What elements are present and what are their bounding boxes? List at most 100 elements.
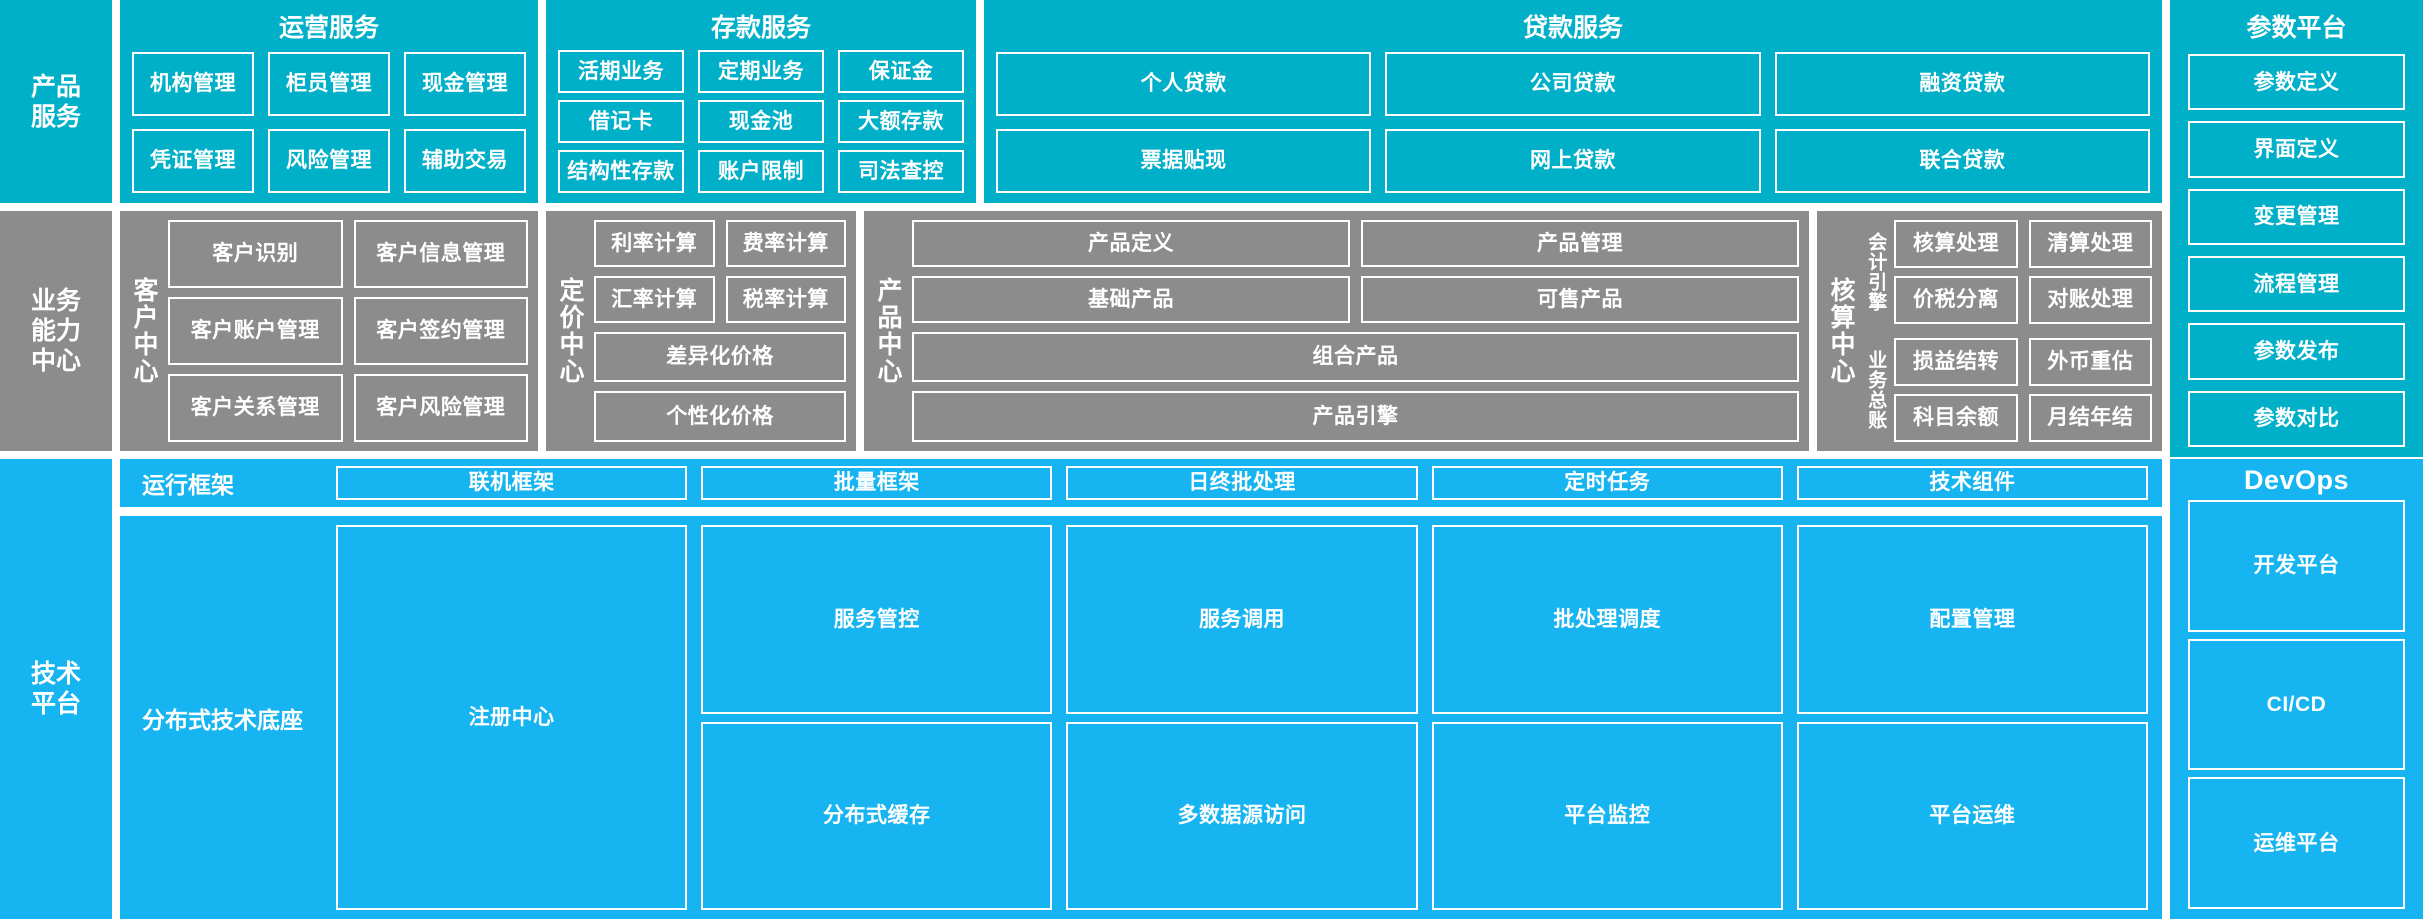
devops-list: 开发平台 CI/CD 运维平台 <box>2188 500 2405 910</box>
tech-chip[interactable]: 联机框架 <box>336 466 688 500</box>
tech-chip-registry[interactable]: 注册中心 <box>336 525 688 910</box>
capability-chip-wide[interactable]: 组合产品 <box>912 331 1799 383</box>
base-column: 配置管理 平台运维 <box>1796 525 2149 910</box>
tech-chip[interactable]: 平台监控 <box>1431 721 1783 910</box>
capability-chip[interactable]: 月结年结 <box>2028 394 2153 442</box>
parameter-platform-list: 参数定义 界面定义 变更管理 流程管理 参数发布 参数对比 <box>2188 54 2405 447</box>
tech-chip[interactable]: 平台运维 <box>1796 721 2149 910</box>
tech-chip[interactable]: 多数据源访问 <box>1066 721 1418 910</box>
service-chip[interactable]: 联合贷款 <box>1774 129 2150 193</box>
capability-chip[interactable]: 科目余额 <box>1894 394 2018 442</box>
tech-chip[interactable]: 日终批处理 <box>1066 466 1418 500</box>
devops-item[interactable]: 开发平台 <box>2188 500 2405 632</box>
capability-chip-wide[interactable]: 产品引擎 <box>912 391 1799 442</box>
service-chip[interactable]: 个人贷款 <box>996 52 1372 116</box>
parameter-item[interactable]: 界面定义 <box>2188 121 2405 178</box>
distributed-base-items: 注册中心 服务管控 分布式缓存 服务调用 多数据源访问 批处理调度 平台监控 <box>336 525 2149 910</box>
devops-item[interactable]: CI/CD <box>2188 638 2405 771</box>
service-chip[interactable]: 柜员管理 <box>268 52 390 116</box>
capability-chip[interactable]: 客户关系管理 <box>168 374 343 442</box>
center-pricing: 定价中心 利率计算 费率计算 汇率计算 税率计算 差异化价格 个性化价格 <box>546 211 856 451</box>
product-center-cells: 产品定义 产品管理 基础产品 可售产品 组合产品 产品引擎 <box>912 220 1799 442</box>
service-chip[interactable]: 凭证管理 <box>132 129 254 193</box>
capability-chip[interactable]: 核算处理 <box>1894 220 2018 268</box>
cell-row: 利率计算 费率计算 <box>594 220 846 267</box>
section-title-runtime-framework: 运行框架 <box>142 472 234 498</box>
base-column: 服务调用 多数据源访问 <box>1066 525 1418 910</box>
capability-chip[interactable]: 客户签约管理 <box>353 297 528 365</box>
capability-chip[interactable]: 客户信息管理 <box>353 220 528 288</box>
service-chip[interactable]: 机构管理 <box>132 52 254 116</box>
tech-chip[interactable]: 分布式缓存 <box>701 721 1053 910</box>
service-chip[interactable]: 结构性存款 <box>558 150 684 193</box>
capability-chip[interactable]: 可售产品 <box>1361 275 1799 323</box>
tech-chip[interactable]: 技术组件 <box>1796 466 2149 500</box>
group-title-operations-services: 运营服务 <box>278 14 379 42</box>
capability-chip[interactable]: 价税分离 <box>1894 276 2018 324</box>
parameter-item[interactable]: 参数对比 <box>2188 390 2405 447</box>
tech-chip[interactable]: 配置管理 <box>1796 525 2149 714</box>
tech-chip[interactable]: 批处理调度 <box>1431 525 1783 714</box>
capability-chip[interactable]: 清算处理 <box>2028 220 2153 268</box>
cell-row: 产品定义 产品管理 <box>912 220 1799 267</box>
section-distributed-base: 分布式技术底座 注册中心 服务管控 分布式缓存 服务调用 多数据源访问 批处理调… <box>120 516 2162 919</box>
service-chip[interactable]: 现金管理 <box>404 52 526 116</box>
section-runtime-framework: 运行框架 联机框架 批量框架 日终批处理 定时任务 技术组件 <box>120 459 2162 507</box>
capability-chip[interactable]: 产品定义 <box>912 220 1350 267</box>
capability-chip[interactable]: 基础产品 <box>912 275 1350 323</box>
service-chip[interactable]: 活期业务 <box>558 50 684 93</box>
band-technical-platform: 技术 平台 运行框架 联机框架 批量框架 日终批处理 定时任务 技术组件 分布式… <box>0 459 2423 919</box>
capability-chip[interactable]: 客户账户管理 <box>168 297 343 365</box>
parameter-platform-spacer <box>2170 211 2423 451</box>
service-chip[interactable]: 账户限制 <box>698 150 824 193</box>
capability-chip[interactable]: 税率计算 <box>725 275 846 323</box>
capability-chip-wide[interactable]: 个性化价格 <box>594 391 846 442</box>
service-chip[interactable]: 融资贷款 <box>1774 52 2150 116</box>
parameter-item[interactable]: 流程管理 <box>2188 255 2405 313</box>
tech-chip[interactable]: 服务管控 <box>701 525 1053 714</box>
parameter-item[interactable]: 参数发布 <box>2188 323 2405 380</box>
service-chip[interactable]: 借记卡 <box>558 100 684 143</box>
base-column: 批处理调度 平台监控 <box>1431 525 1783 910</box>
capability-chip[interactable]: 利率计算 <box>594 220 715 267</box>
band-business-capability: 业务 能力 中心 客户中心 客户识别 客户信息管理 客户账户管理 客户签约管理 … <box>0 211 2423 451</box>
tech-chip[interactable]: 服务调用 <box>1066 525 1418 714</box>
center-label-customer: 客户中心 <box>130 277 158 385</box>
capability-chip[interactable]: 客户风险管理 <box>353 374 528 442</box>
tech-chip[interactable]: 批量框架 <box>701 466 1053 500</box>
parameter-item[interactable]: 参数定义 <box>2188 54 2405 111</box>
service-chip[interactable]: 定期业务 <box>698 50 824 93</box>
capability-chip-wide[interactable]: 差异化价格 <box>594 331 846 383</box>
cell-row: 损益结转 外币重估 <box>1894 338 2153 386</box>
subgroup-label-general-ledger: 业务总账 <box>1865 350 1887 430</box>
cell-row: 基础产品 可售产品 <box>912 275 1799 323</box>
panel-parameter-platform: 参数平台 参数定义 界面定义 变更管理 流程管理 参数发布 参数对比 <box>2170 0 2423 457</box>
capability-chip[interactable]: 外币重估 <box>2028 338 2153 386</box>
tech-chip[interactable]: 定时任务 <box>1431 466 1783 500</box>
service-chip[interactable]: 大额存款 <box>838 100 964 143</box>
center-label-accounting: 核算中心 <box>1827 277 1855 385</box>
service-chip[interactable]: 保证金 <box>838 50 964 93</box>
service-chip[interactable]: 公司贷款 <box>1385 52 1761 116</box>
technical-platform-content: 运行框架 联机框架 批量框架 日终批处理 定时任务 技术组件 分布式技术底座 注… <box>120 459 2162 919</box>
service-chip[interactable]: 票据贴现 <box>996 129 1372 193</box>
devops-item[interactable]: 运维平台 <box>2188 777 2405 910</box>
service-chip[interactable]: 司法查控 <box>838 150 964 193</box>
service-chip[interactable]: 风险管理 <box>268 129 390 193</box>
capability-chip[interactable]: 费率计算 <box>725 220 846 267</box>
service-chip[interactable]: 辅助交易 <box>404 129 526 193</box>
capability-chip[interactable]: 损益结转 <box>1894 338 2018 386</box>
general-ledger-cells: 损益结转 外币重估 科目余额 月结年结 <box>1894 338 2153 442</box>
capability-chip[interactable]: 客户识别 <box>168 220 343 288</box>
customer-center-cells: 客户识别 客户信息管理 客户账户管理 客户签约管理 客户关系管理 客户风险管理 <box>168 220 528 442</box>
capability-chip[interactable]: 对账处理 <box>2028 276 2153 324</box>
cell-row: 汇率计算 税率计算 <box>594 275 846 323</box>
band-label-business-capability: 业务 能力 中心 <box>0 211 112 451</box>
capability-chip[interactable]: 汇率计算 <box>594 275 715 323</box>
capability-chip[interactable]: 产品管理 <box>1361 220 1799 267</box>
title-devops: DevOps <box>2243 465 2350 495</box>
service-chip[interactable]: 网上贷款 <box>1385 129 1761 193</box>
service-chip[interactable]: 现金池 <box>698 100 824 143</box>
parameter-item[interactable]: 变更管理 <box>2188 188 2405 245</box>
